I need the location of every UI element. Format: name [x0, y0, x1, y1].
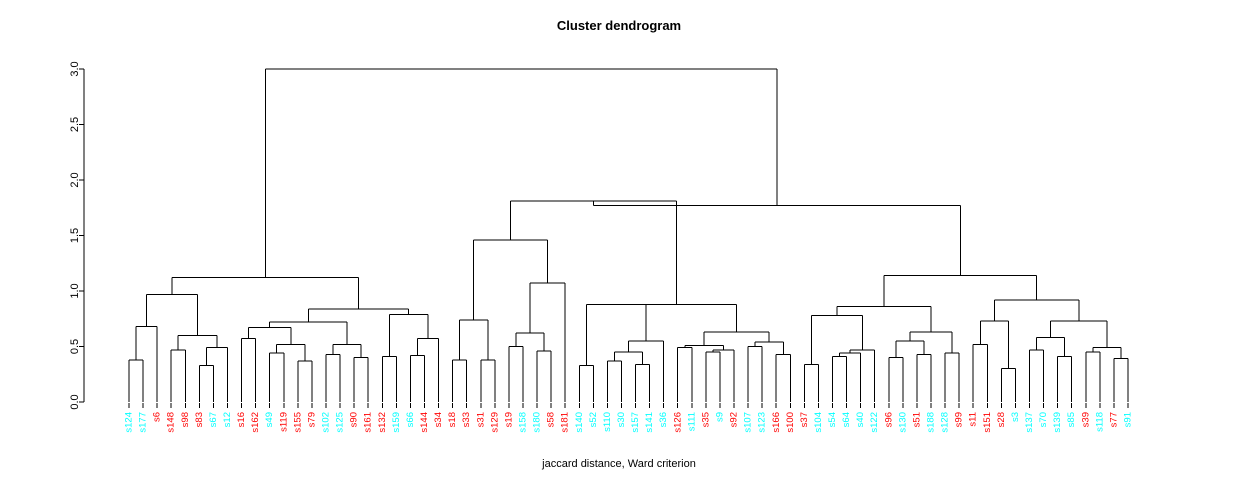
y-axis-tick-label: 2.5 [69, 117, 81, 132]
leaf-label-s11: s11 [968, 412, 979, 427]
leaf-label-s39: s39 [1080, 412, 1091, 427]
leaf-label-s141: s141 [644, 412, 655, 433]
leaf-label-s18: s18 [447, 412, 458, 427]
leaf-label-s123: s123 [757, 412, 768, 433]
leaf-label-s6: s6 [152, 412, 163, 422]
leaf-label-s31: s31 [475, 412, 486, 427]
leaf-label-s98: s98 [180, 412, 191, 427]
leaf-label-s137: s137 [1024, 412, 1035, 433]
leaf-label-s40: s40 [855, 412, 866, 427]
leaf-label-s33: s33 [461, 412, 472, 427]
y-axis-tick-label: 2.0 [69, 172, 81, 187]
y-axis-tick-label: 1.5 [69, 228, 81, 243]
leaf-label-s19: s19 [503, 412, 514, 427]
leaf-label-s3: s3 [1010, 412, 1021, 422]
leaf-label-s132: s132 [377, 412, 388, 433]
leaf-label-s34: s34 [433, 412, 444, 427]
leaf-label-s139: s139 [1052, 412, 1063, 433]
dendrogram-tree [128, 68, 1129, 402]
leaf-label-s125: s125 [335, 412, 346, 433]
leaf-label-s151: s151 [982, 412, 993, 433]
leaf-label-s128: s128 [940, 412, 951, 433]
leaf-label-s37: s37 [799, 412, 810, 427]
leaf-label-s12: s12 [222, 412, 233, 427]
leaf-label-s91: s91 [1123, 412, 1134, 427]
leaf-label-s130: s130 [897, 412, 908, 433]
leaf-label-s35: s35 [700, 412, 711, 427]
y-axis: 0.0 0.5 1.0 1.5 2.0 2.5 3.0 [69, 61, 85, 410]
leaf-label-s162: s162 [250, 412, 261, 433]
leaf-label-s67: s67 [208, 412, 219, 427]
y-axis-tick-label: 0.0 [69, 394, 81, 409]
leaf-label-s90: s90 [349, 412, 360, 427]
leaf-label-s51: s51 [911, 412, 922, 427]
leaf-label-s188: s188 [926, 412, 937, 433]
leaf-label-s77: s77 [1108, 412, 1119, 427]
leaf-label-s58: s58 [546, 412, 557, 427]
leaf-label-s79: s79 [306, 412, 317, 427]
y-axis-tick-label: 1.0 [69, 283, 81, 298]
leaf-label-s161: s161 [363, 412, 374, 433]
leaf-label-s181: s181 [560, 412, 571, 433]
leaf-label-s49: s49 [264, 412, 275, 427]
leaf-label-s111: s111 [686, 412, 697, 431]
leaf-label-s180: s180 [532, 412, 543, 433]
leaf-label-s155: s155 [292, 412, 303, 433]
leaf-label-s166: s166 [771, 412, 782, 433]
leaf-ticks [128, 403, 1129, 408]
leaf-label-s122: s122 [869, 412, 880, 433]
y-axis-tick-label: 0.5 [69, 339, 81, 354]
leaf-label-s129: s129 [489, 412, 500, 433]
leaf-label-s144: s144 [419, 412, 430, 433]
leaf-label-s102: s102 [321, 412, 332, 433]
leaf-label-s140: s140 [574, 412, 585, 433]
leaf-label-s52: s52 [588, 412, 599, 427]
leaf-label-s66: s66 [405, 412, 416, 427]
leaf-label-s124: s124 [124, 412, 135, 433]
leaf-label-s119: s119 [278, 412, 289, 432]
leaf-label-s118: s118 [1094, 412, 1105, 432]
leaf-label-s126: s126 [672, 412, 683, 433]
leaf-label-s110: s110 [602, 412, 613, 432]
leaf-label-s70: s70 [1038, 412, 1049, 427]
leaf-label-s30: s30 [616, 412, 627, 427]
leaf-label-s107: s107 [743, 412, 754, 433]
leaf-label-s54: s54 [827, 412, 838, 427]
leaf-label-s36: s36 [658, 412, 669, 427]
leaf-label-s159: s159 [391, 412, 402, 433]
leaf-label-s104: s104 [813, 412, 824, 433]
leaf-label-s96: s96 [883, 412, 894, 427]
leaf-label-s157: s157 [630, 412, 641, 433]
leaf-label-s148: s148 [166, 412, 177, 433]
leaf-label-s92: s92 [729, 412, 740, 427]
y-axis-tick-label: 3.0 [69, 61, 81, 76]
leaf-label-s100: s100 [785, 412, 796, 433]
leaf-label-s99: s99 [954, 412, 965, 427]
leaf-label-s85: s85 [1066, 412, 1077, 427]
leaf-label-s16: s16 [236, 412, 247, 427]
leaf-label-s177: s177 [138, 412, 149, 433]
leaf-label-s83: s83 [194, 412, 205, 427]
leaf-label-s158: s158 [517, 412, 528, 433]
leaf-label-s28: s28 [996, 412, 1007, 427]
leaf-label-s9: s9 [714, 412, 725, 422]
leaf-label-s64: s64 [841, 412, 852, 427]
page-title: Cluster dendrogram [556, 18, 682, 33]
x-axis-caption: jaccard distance, Ward criterion [542, 458, 696, 470]
